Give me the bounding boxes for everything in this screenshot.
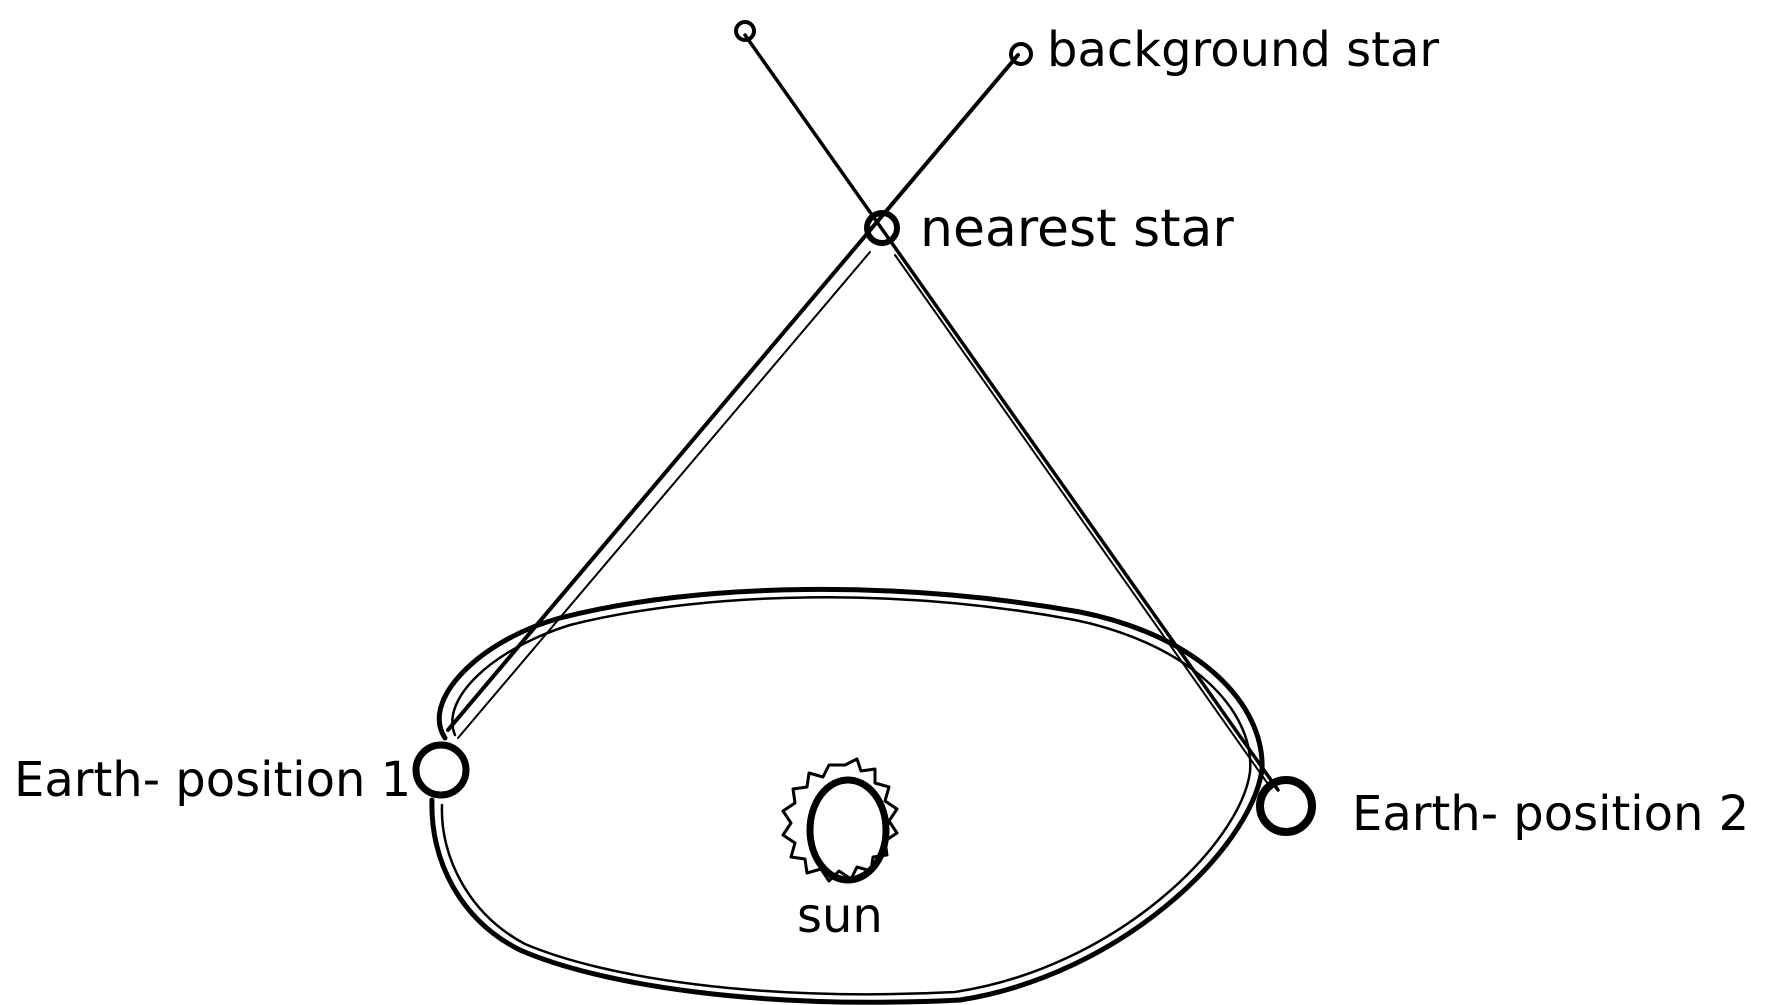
background-star-right [1011,44,1031,64]
sun [783,759,897,881]
background-star-label: background star [1047,22,1439,78]
earth-position-2-label: Earth- position 2 [1352,786,1749,842]
sun-label: sun [797,888,883,944]
sight-lines [448,35,1278,790]
earth-position-1 [416,745,466,795]
sight-line-earth2-to-background-star [745,35,1278,790]
background-stars [736,22,1031,64]
nearest-star-label: nearest star [920,199,1234,259]
earth-position-1-label: Earth- position 1 [14,752,411,808]
sight-line-earth1-to-background-star [448,55,1018,730]
earth-position-2 [1260,780,1312,832]
sun-disc [810,780,886,880]
